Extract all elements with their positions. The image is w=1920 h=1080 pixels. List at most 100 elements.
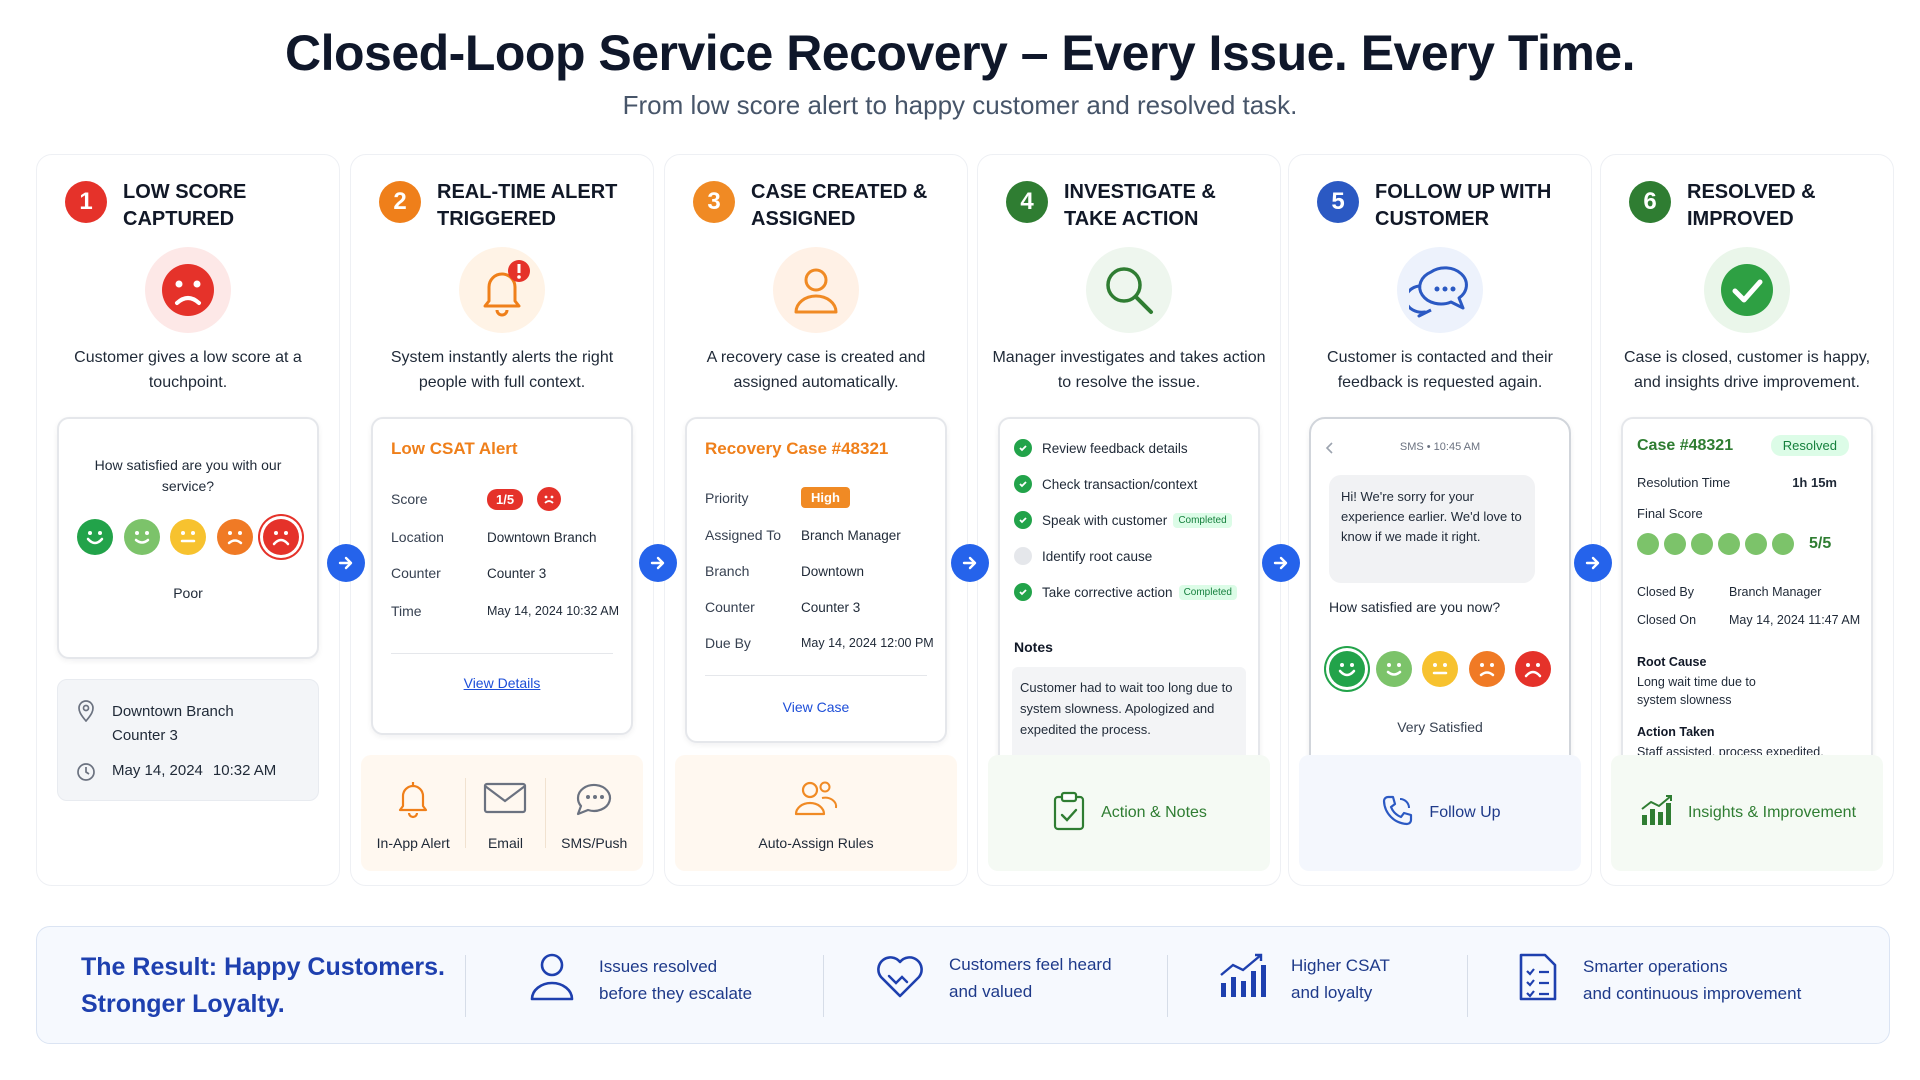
bar-chart-icon [1638,793,1676,834]
location-pin-icon [76,700,96,727]
closed-on-label: Closed On [1637,613,1697,627]
phone-mockup: SMS • 10:45 AM Hi! We're sorry for your … [1309,417,1571,789]
very-sad-face-icon[interactable] [1515,651,1551,687]
resolved-status-badge: Resolved [1770,435,1849,456]
step-4-card: 4 Investigate & Take Action Manager inve… [977,154,1281,886]
magnifier-icon [1086,247,1172,333]
step-6-header: 6 Resolved & Improved [1629,179,1887,233]
growth-chart-icon [1217,951,1269,1006]
selected-rating-label: Poor [173,585,203,601]
chat-icon [1397,247,1483,333]
closed-by-label: Closed By [1637,585,1694,599]
checklist-item-2[interactable]: Check transaction/context [1014,475,1197,493]
resolution-time-label: Resolution Time [1637,475,1731,490]
page-subtitle: From low score alert to happy customer a… [622,90,1298,120]
check-icon [1014,439,1032,457]
step-6-card: 6 Resolved & Improved Case is closed, cu… [1600,154,1894,886]
location-counter: Counter 3 [112,727,178,744]
arrow-right-icon [1574,544,1612,582]
step-2-number: 2 [379,181,421,223]
neutral-face-icon[interactable] [170,519,206,555]
alert-row-score: Score 1/5 [391,487,621,511]
pending-circle-icon [1014,547,1032,565]
heart-handshake-icon [873,952,927,1005]
auto-assign-panel[interactable]: Auto-Assign Rules [675,755,957,871]
survey-card: How satisfied are you with our service? … [57,417,319,659]
alert-channels-panel: In-App Alert Email SMS/Push [361,755,643,871]
resolved-case-title: Case #48321 [1637,437,1734,454]
channel-sms-push[interactable]: SMS/Push [561,776,627,851]
completed-badge: Completed [1178,584,1237,600]
step-4-title: Investigate & Take Action [1064,181,1216,230]
root-cause-label: Root Cause [1637,655,1707,669]
channel-in-app[interactable]: In-App Alert [377,776,450,851]
location-time: 10:32 AM [212,762,277,779]
location-panel: Downtown Branch Counter 3 May 14, 2024 1… [57,679,319,801]
step-3-header: 3 Case Created & Assigned [693,179,951,233]
case-card-title: Recovery Case #48321 [705,439,889,458]
action-notes-panel[interactable]: Action & Notes [988,755,1270,871]
rating-faces [77,519,299,555]
completed-badge: Completed [1173,512,1232,528]
checklist-item-4[interactable]: Identify root cause [1014,547,1152,565]
notes-text: Customer had to wait too long due to sys… [1012,667,1246,763]
step-5-header: 5 Follow Up With Customer [1317,179,1575,233]
follow-up-label: Follow Up [1429,804,1501,821]
resolved-case-card: Case #48321 Resolved Resolution Time 1h … [1621,417,1873,795]
view-case-link[interactable]: View Case [782,699,850,715]
auto-assign-label: Auto-Assign Rules [758,834,874,851]
step-1-description: Customer gives a low score at a touchpoi… [74,349,302,391]
investigation-card: Review feedback details Check transactio… [998,417,1260,789]
priority-badge: High [801,487,850,508]
happy-face-icon[interactable] [123,519,160,555]
very-sad-face-icon[interactable] [263,519,299,555]
step-6-title: Resolved & Improved [1687,181,1816,230]
sad-face-icon [537,487,562,511]
check-circle-icon [1704,247,1790,333]
closed-by-value: Branch Manager [1729,585,1822,599]
check-icon [1014,583,1032,601]
view-details-link[interactable]: View Details [463,675,541,691]
happy-face-icon [1718,533,1740,555]
sms-header: SMS • 10:45 AM [1399,441,1481,453]
step-5-title: Follow Up With Customer [1375,181,1552,230]
chevron-left-icon[interactable] [1325,441,1335,459]
final-score-label: Final Score [1637,506,1703,521]
checklist-item-1[interactable]: Review feedback details [1014,439,1188,457]
insights-panel[interactable]: Insights & Improvement [1611,755,1883,871]
follow-up-selected-label: Very Satisfied [1397,719,1483,735]
happy-face-icon [1664,533,1686,555]
arrow-right-icon [951,544,989,582]
step-1-card: 1 Low Score Captured Customer gives a lo… [36,154,340,886]
step-1-header: 1 Low Score Captured [65,179,323,233]
insights-label: Insights & Improvement [1687,804,1857,821]
happy-face-icon[interactable] [1375,651,1412,687]
resolution-time-value: 1h 15m [1792,475,1837,490]
phone-call-icon [1379,793,1415,834]
very-happy-face-icon[interactable] [77,519,113,555]
step-2-title: Real-Time Alert Triggered [437,181,618,230]
check-icon [1014,511,1032,529]
step-6-description: Case is closed, customer is happy, and i… [1623,349,1871,391]
happy-face-icon [1745,533,1767,555]
channel-email[interactable]: Email [481,776,529,851]
root-cause-value: Long wait time due to system slowness [1637,675,1756,707]
step-5-card: 5 Follow Up With Customer Customer is co… [1288,154,1592,886]
sms-message-bubble: Hi! We're sorry for your experience earl… [1329,475,1535,583]
sad-face-icon [145,247,231,333]
follow-up-panel[interactable]: Follow Up [1299,755,1581,871]
unhappy-face-icon[interactable] [216,519,253,555]
clock-icon [76,762,96,787]
checklist-icon [1515,951,1561,1008]
very-happy-face-icon[interactable] [1329,651,1365,687]
neutral-face-icon[interactable] [1422,651,1458,687]
unhappy-face-icon[interactable] [1468,651,1505,687]
